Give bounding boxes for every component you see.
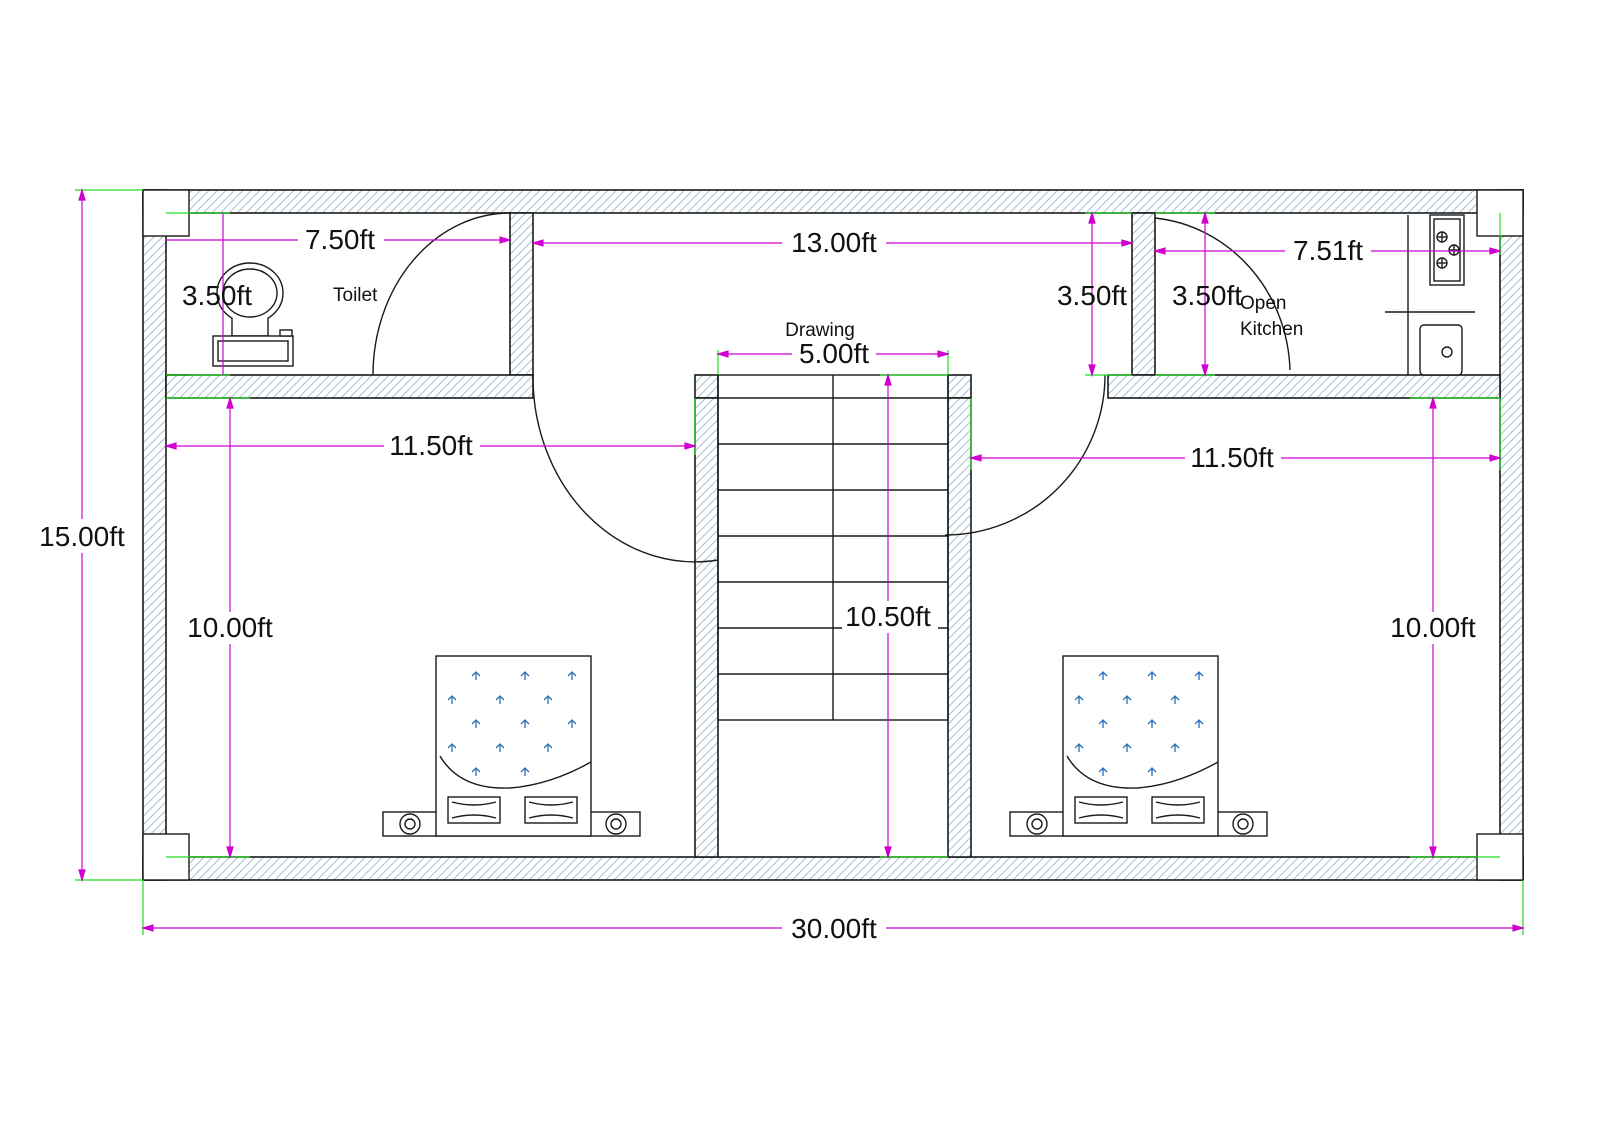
- outer-wall-left: [142, 189, 167, 881]
- door-swing-kitchen: [1154, 217, 1291, 371]
- outer-wall-bottom: [142, 856, 1524, 881]
- wall-mid-left: [165, 374, 534, 399]
- room-labels: Toilet Drawing Open Kitchen: [333, 285, 1303, 341]
- dim-bedroom-right-height: 10.00ft: [1390, 612, 1476, 643]
- pillow-icon: [1151, 796, 1205, 824]
- wall-mid-stair-right-stub: [947, 374, 972, 399]
- sink-icon: [1419, 324, 1463, 376]
- bed-left: [382, 655, 641, 837]
- wall-toilet-partition: [509, 212, 534, 376]
- bed-blanket-fold-left: [439, 755, 592, 789]
- dim-drawing-height: 3.50ft: [1057, 280, 1127, 311]
- pillow-icon: [524, 796, 578, 824]
- dim-kitchen-height: 3.50ft: [1172, 280, 1242, 311]
- bed-blanket-fold-right: [1066, 755, 1219, 789]
- door-swing-toilet: [372, 212, 511, 376]
- dim-bedroom-right-width: 11.50ft: [1190, 442, 1274, 473]
- extension-lines: [75, 189, 1524, 935]
- room-label-toilet: Toilet: [333, 285, 378, 306]
- door-swing-bedroom-right: [944, 374, 1106, 536]
- dim-toilet-width: 7.50ft: [305, 224, 375, 255]
- kitchen-fixtures: [1385, 214, 1475, 376]
- toilet-fixtures: [212, 262, 294, 367]
- pillow-icon: [1074, 796, 1128, 824]
- dim-overall-height: 15.00ft: [39, 521, 125, 552]
- wall-mid-right: [1107, 374, 1501, 399]
- outer-wall-top: [142, 189, 1524, 214]
- blanket-pattern-left: [447, 671, 577, 776]
- walls: [142, 189, 1524, 881]
- wall-stair-left: [694, 397, 719, 858]
- toilet-neck: [231, 318, 269, 337]
- dim-stair-height: 10.50ft: [845, 601, 931, 632]
- wall-stair-right: [947, 397, 972, 858]
- outer-wall-right: [1499, 189, 1524, 881]
- room-label-kitchen-open: Open: [1240, 293, 1286, 314]
- blanket-pattern-right: [1074, 671, 1204, 776]
- dim-kitchen-width: 7.51ft: [1293, 235, 1363, 266]
- dim-overall-width: 30.00ft: [791, 913, 877, 944]
- pillow-icon: [447, 796, 501, 824]
- room-label-drawing: Drawing: [785, 320, 855, 341]
- wall-kitchen-partition: [1131, 212, 1156, 376]
- dimension-lines: [78, 187, 1526, 932]
- dim-bedroom-left-width: 11.50ft: [389, 430, 473, 461]
- bed-right: [1009, 655, 1268, 837]
- dim-stair-width: 5.00ft: [799, 338, 869, 369]
- room-label-kitchen: Kitchen: [1240, 319, 1303, 340]
- dimension-labels: 30.00ft 15.00ft 7.50ft 3.50ft 13.00ft 3.…: [30, 224, 1482, 945]
- dim-toilet-height: 3.50ft: [182, 280, 252, 311]
- doors: [372, 212, 1291, 563]
- dim-bedroom-left-height: 10.00ft: [187, 612, 273, 643]
- door-swing-bedroom-left: [532, 374, 719, 563]
- staircase: [717, 374, 949, 721]
- dim-drawing-width: 13.00ft: [791, 227, 877, 258]
- wall-mid-stair-left-stub: [694, 374, 719, 399]
